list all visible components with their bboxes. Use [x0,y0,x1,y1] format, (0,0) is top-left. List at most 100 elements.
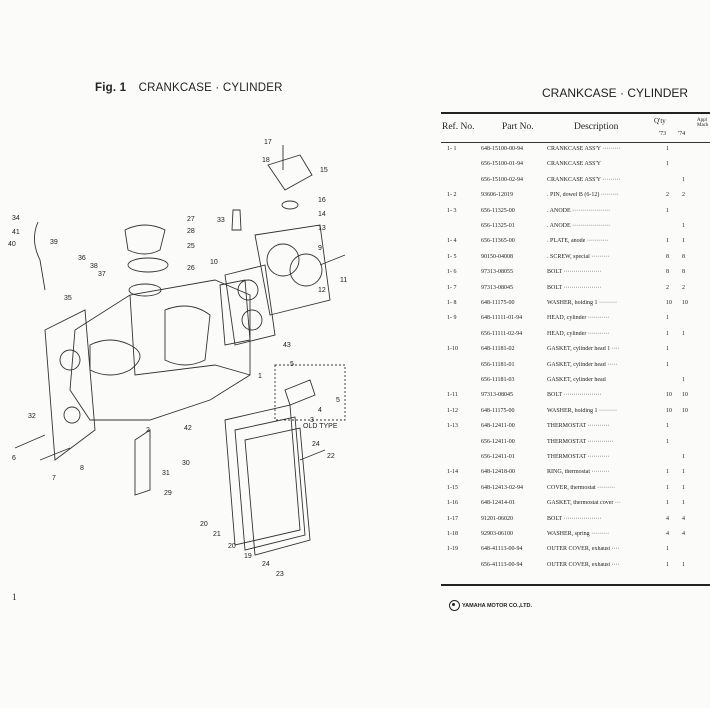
cell-q73: 1 [666,330,669,337]
cell-part: 656-11365-00 [481,238,515,245]
cell-q74: 1 [682,500,685,507]
callout-24b: 24 [262,561,270,568]
cell-desc: . PIN, dowel B (6-12) ········· [547,192,619,199]
callout-25: 25 [187,243,195,250]
cell-ref: 1-15 [447,484,458,491]
head-gasket [224,264,276,346]
old-type-box [274,364,346,421]
cell-q74: 1 [682,377,685,383]
cell-part: 648-12418-00 [481,469,515,476]
cell-ref: 1-11 [447,392,458,399]
callout-21: 21 [213,531,221,538]
cell-ref: 1- 8 [447,300,457,306]
header-appl-line2: Mach [697,123,709,128]
cell-q73: 1 [666,484,669,491]
figure-title-text: CRANKCASE · CYLINDER [138,82,283,94]
cell-ref: 1- 1 [447,146,457,152]
cell-desc: GASKET, cylinder head 1 ···· [547,346,620,353]
callout-9: 9 [318,245,322,252]
cell-desc: HEAD, cylinder ··········· [547,330,610,337]
cell-desc: BOLT ··················· [547,515,602,522]
cell-part: 656-11181-01 [481,361,515,368]
cell-q73: 1 [666,423,669,430]
cell-desc: . SCREW, special ········· [547,253,610,260]
cell-part: 656-41113-00-94 [481,561,523,568]
cell-ref: 1- 5 [447,253,457,260]
cell-q74: 8 [682,269,685,276]
header-ref-no: Ref. No. [442,122,475,132]
callout-13: 13 [318,225,326,232]
cell-q73: 1 [666,238,669,245]
cell-q73: 1 [666,346,669,353]
cell-part: 93606-12019 [481,192,513,199]
cell-q73: 4 [666,515,669,522]
cell-desc: . ANODE ··················· [547,223,611,229]
cylinder-gasket [219,279,251,346]
cell-q74: 1 [682,238,685,245]
cell-part: 648-12411-00 [481,423,515,430]
cell-q74: 1 [682,223,685,229]
cell-desc: OUTER COVER, exhaust ···· [547,546,620,553]
cell-q74: 1 [682,469,685,476]
header-year-74: '74 [678,131,686,137]
cell-part: 656-11325-00 [481,207,515,214]
cell-ref: 1- 4 [447,238,457,245]
cell-q73: 10 [666,300,672,306]
callout-23: 23 [276,571,284,578]
cell-q73: 1 [666,146,669,152]
diagram-svg: 17 18 15 16 14 13 9 34 41 40 27 28 33 25… [8,139,347,578]
figure-title: Fig. 1 CRANKCASE · CYLINDER [95,82,283,94]
cover-hole [59,349,81,371]
cell-q73: 2 [666,284,669,291]
bolt [299,449,326,461]
cell-desc: GASKET, thermostat cover ··· [547,500,621,507]
cell-part: 92903-06100 [481,531,513,537]
callout-17: 17 [264,139,272,146]
cell-desc: WASHER, spring ········· [547,531,610,537]
yamaha-logo-icon [449,600,460,611]
figure-label: Fig. 1 [95,82,127,94]
crankcase-bore [89,339,141,376]
gasket-ring [128,283,162,297]
callout-16: 16 [318,197,326,204]
callout-28: 28 [187,228,195,235]
callout-33: 33 [217,217,225,224]
cell-part: 648-11111-01-94 [481,315,523,322]
cell-ref: 1-12 [447,407,458,414]
callout-5b: 5 [336,397,340,404]
callout-29: 29 [164,490,172,497]
cell-part: 648-15100-00-94 [481,146,523,152]
cell-part: 97313-08045 [481,392,513,399]
cover-hole [63,406,81,424]
cell-q73: 10 [666,392,672,399]
cell-q74: 4 [682,515,685,522]
publisher-name: YAMAHA MOTOR CO.,LTD. [462,602,532,609]
cell-part: 656-12411-01 [481,454,515,460]
cell-q73: 1 [666,315,669,322]
water-hose [34,221,46,291]
cell-part: 91201-06020 [481,515,513,522]
callout-38: 38 [90,263,98,270]
cell-q73: 10 [666,407,672,414]
callout-11: 11 [340,277,347,284]
page-number: 1 [12,592,17,602]
cell-part: 656-15100-01-94 [481,161,523,168]
callout-2: 2 [146,427,150,434]
callout-39: 39 [50,239,58,246]
gasket-hole [241,309,263,331]
cell-q74: 8 [682,253,685,260]
header-qty: Q'ty [654,117,666,125]
callout-20b: 20 [228,543,236,550]
cell-ref: 1- 3 [447,207,457,214]
cell-desc: GASKET, cylinder head [547,377,606,383]
cell-part: 648-12413-02-94 [481,484,523,491]
cell-ref: 1-10 [447,346,458,353]
